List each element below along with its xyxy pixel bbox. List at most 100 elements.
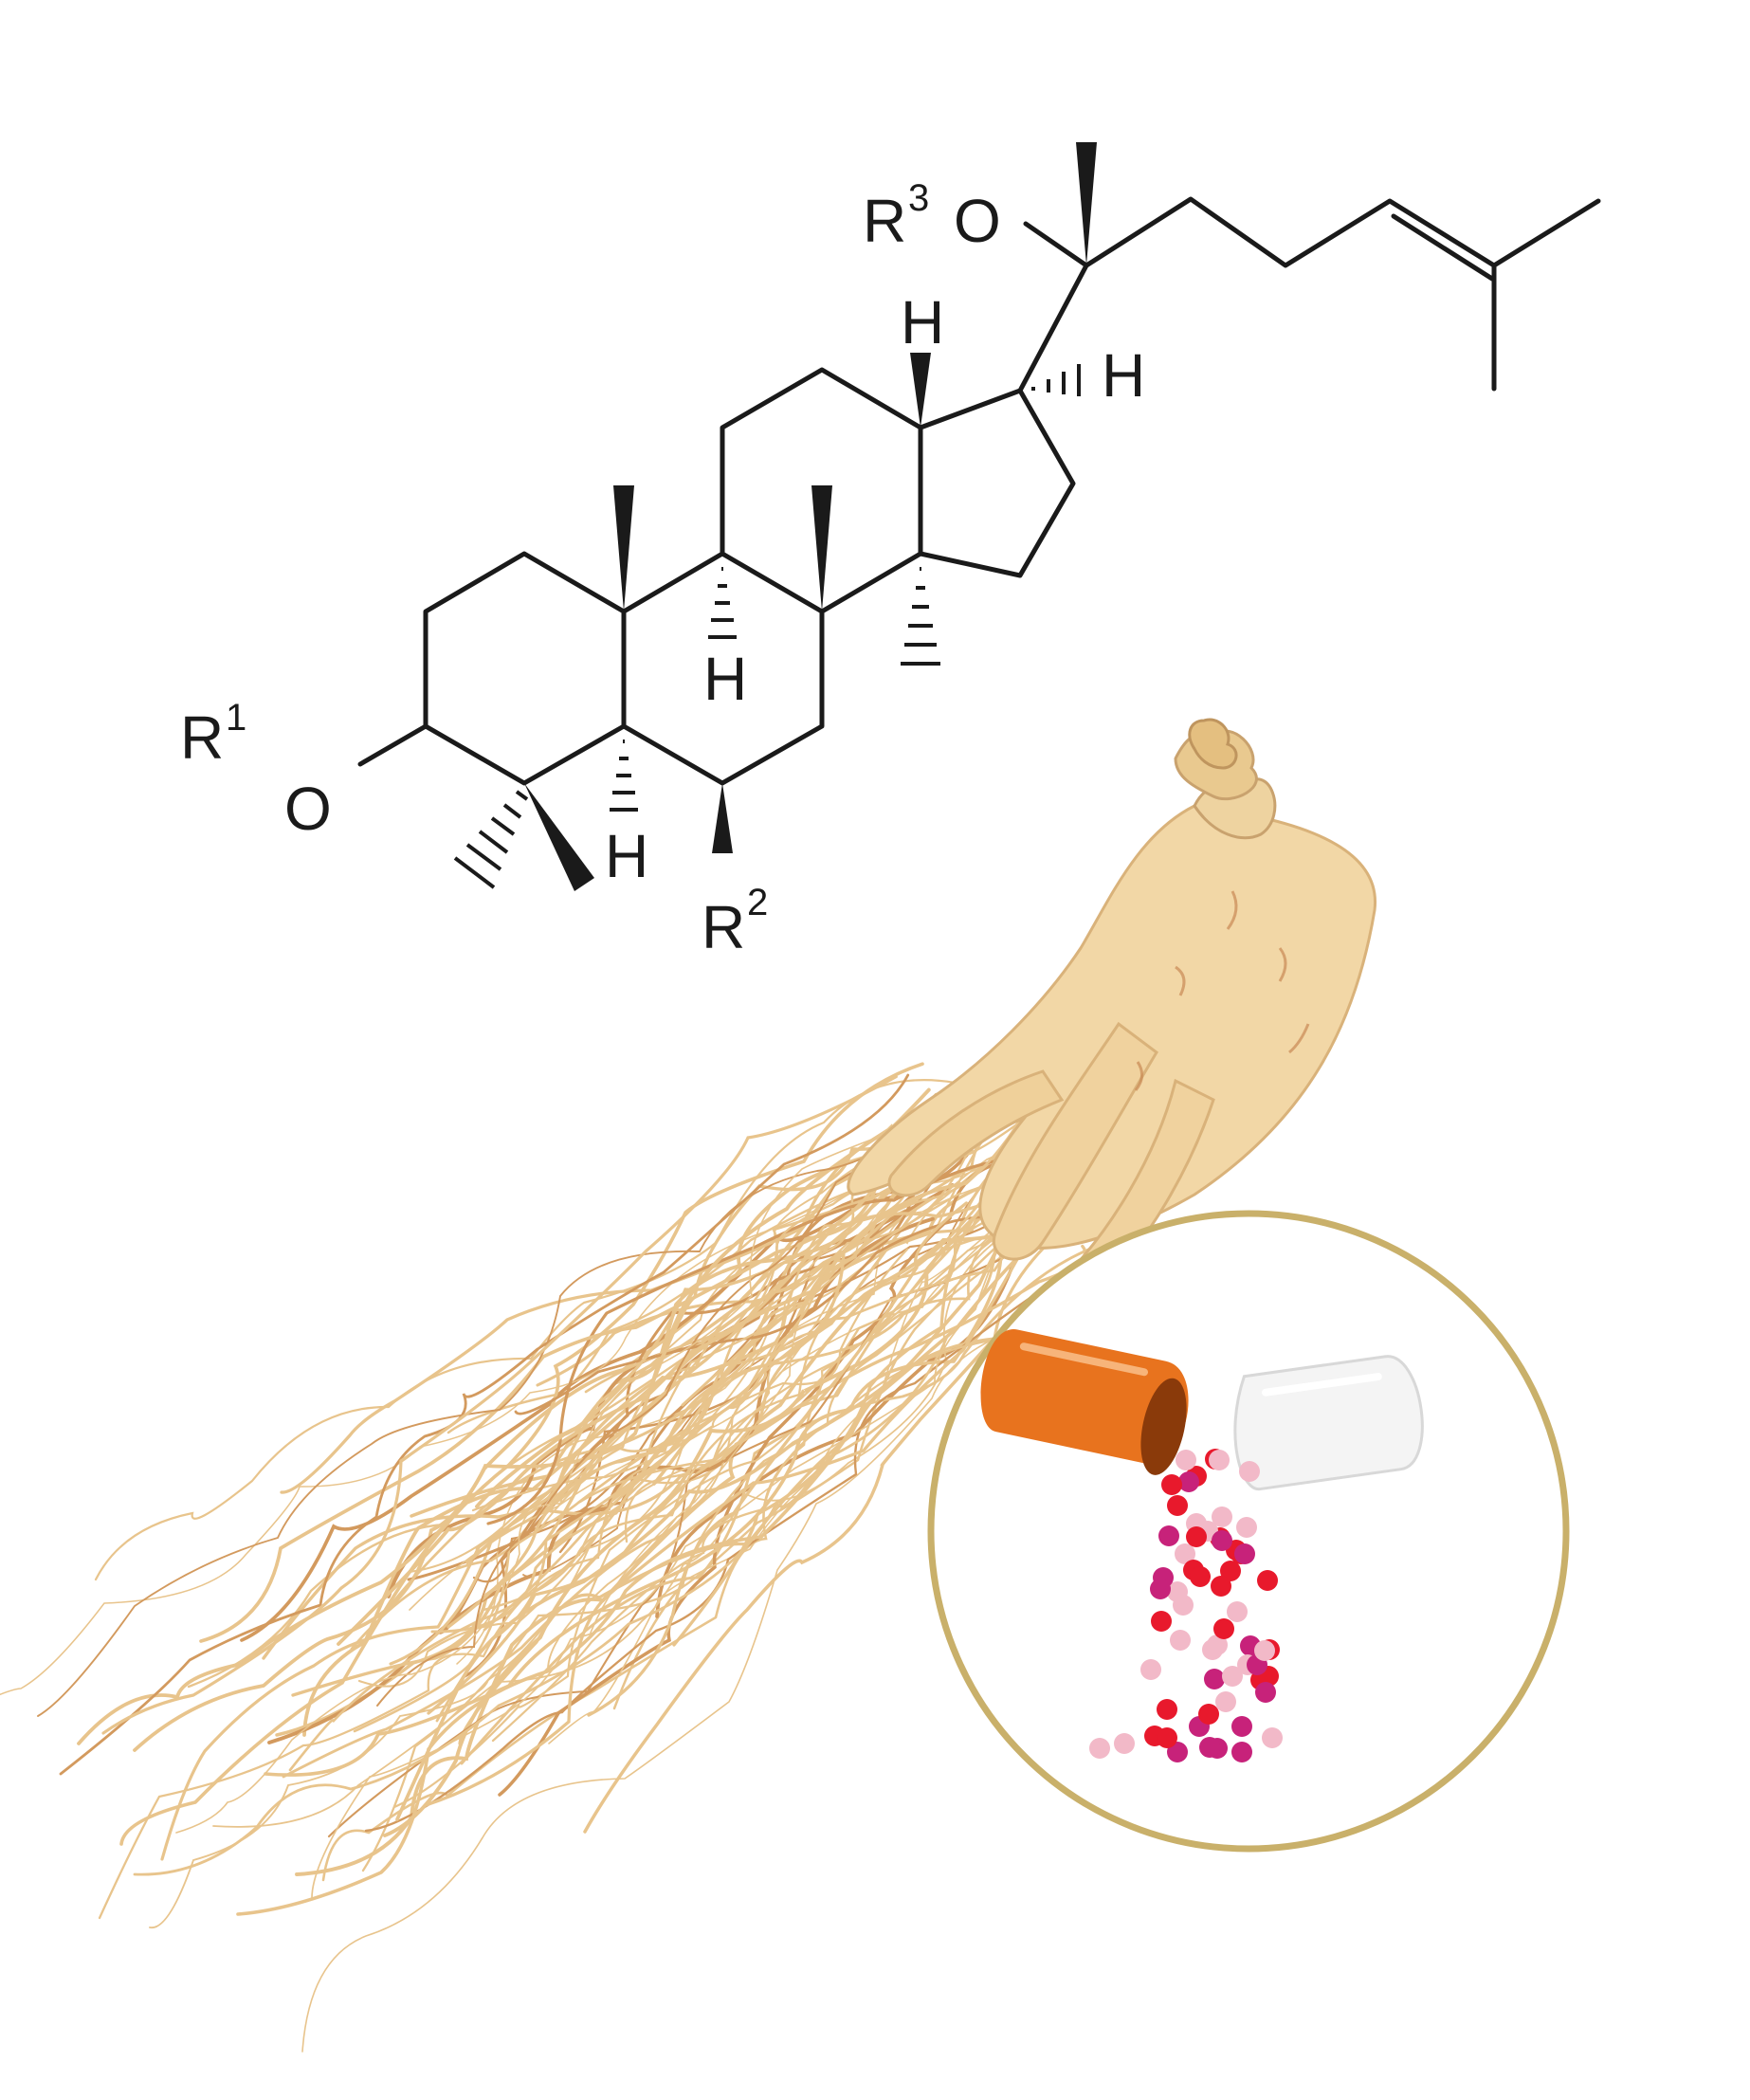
bead	[1209, 1450, 1230, 1470]
c20-oxygen-bond	[1023, 221, 1089, 268]
root-hair	[264, 1175, 1050, 1777]
root-hair	[212, 1153, 1087, 1828]
bead	[1151, 1611, 1172, 1632]
capsule-orange-half	[980, 1329, 1189, 1475]
c20-methyl-wedge	[1076, 142, 1097, 265]
root-hair	[37, 1119, 917, 1717]
r2-label: R	[702, 893, 745, 961]
bead	[1150, 1579, 1171, 1599]
root-hair	[236, 1228, 1051, 1916]
c17-h-hash	[1031, 364, 1081, 396]
bead	[1186, 1526, 1207, 1547]
c8-methyl-wedge	[811, 485, 832, 612]
ring-c	[720, 367, 923, 614]
root-hair	[133, 1115, 939, 1752]
bead	[1198, 1704, 1219, 1725]
root-hair	[101, 1075, 898, 1735]
r1-label: R	[180, 703, 224, 772]
bead	[1212, 1530, 1232, 1551]
root-leg	[992, 1021, 1158, 1261]
root-hair	[119, 1062, 924, 1846]
side-chain-double-bond	[1391, 213, 1495, 282]
c5-h-label: H	[605, 822, 648, 890]
bead	[1190, 1566, 1211, 1587]
bead	[1212, 1507, 1232, 1527]
bead	[1236, 1517, 1257, 1538]
bead	[1161, 1474, 1182, 1495]
c9-h-label: H	[703, 645, 747, 713]
root-leg	[887, 1069, 1065, 1197]
bead	[1158, 1525, 1179, 1546]
root-hair	[548, 1212, 1013, 1744]
capsule-inset	[927, 1210, 1570, 1853]
root-hair	[77, 1128, 991, 1745]
bead	[1220, 1561, 1241, 1581]
bead	[1178, 1471, 1199, 1492]
c4-methyl-hash	[453, 790, 529, 889]
bead	[1227, 1601, 1248, 1622]
r3-label: R	[863, 187, 906, 255]
root-hair	[350, 1114, 1025, 1651]
bead	[1167, 1495, 1188, 1516]
bead	[1234, 1543, 1255, 1564]
bead	[1204, 1669, 1225, 1689]
root-hair	[149, 1163, 986, 1928]
root-hair	[311, 1189, 1030, 1899]
root-hair	[395, 1213, 1028, 1821]
steroid-structure: R 1 O R 2 R 3 O H H H H	[180, 142, 1601, 961]
bead	[1231, 1716, 1252, 1737]
root-hair	[59, 1073, 910, 1776]
capsule-beads	[1089, 1449, 1283, 1762]
r2-superscript: 2	[747, 882, 768, 923]
bead	[1175, 1543, 1195, 1564]
c10-methyl-wedge	[613, 485, 634, 612]
bead	[1114, 1733, 1135, 1754]
root-hair	[587, 1201, 969, 1717]
root-hair	[175, 1118, 929, 1834]
root-hair	[383, 1165, 1050, 1837]
r3-oxygen-label: O	[954, 187, 1001, 255]
root-hair	[427, 1244, 1087, 1715]
ring-b	[621, 551, 825, 786]
bead	[1213, 1618, 1234, 1639]
bead	[1157, 1727, 1177, 1748]
bead	[1170, 1630, 1191, 1651]
root-hair	[98, 1192, 962, 1920]
c14-methyl-hash	[901, 567, 940, 666]
c17-h-label: H	[1102, 341, 1145, 410]
c5-h-hash	[610, 740, 638, 812]
bead	[1176, 1450, 1196, 1470]
bead	[1239, 1461, 1260, 1482]
c13-h-wedge	[910, 353, 931, 428]
bead	[1173, 1595, 1194, 1616]
c4-methyl-wedge	[524, 783, 594, 891]
bead	[1222, 1666, 1243, 1687]
r1-oxygen-label: O	[284, 775, 332, 843]
r3-superscript: 3	[908, 177, 929, 219]
root-hair	[475, 1087, 931, 1508]
c3-oxygen-bond	[357, 723, 428, 767]
bead	[1254, 1640, 1275, 1661]
bead	[1215, 1691, 1236, 1712]
bead	[1231, 1742, 1252, 1762]
ring-a	[423, 551, 627, 786]
bead	[1211, 1576, 1231, 1597]
root-hair	[240, 1065, 1042, 1642]
c13-h-label: H	[901, 288, 944, 356]
root-hair	[94, 1079, 957, 1581]
capsule-white-half	[1233, 1355, 1424, 1491]
root-hair	[288, 1178, 905, 1772]
bead	[1199, 1737, 1220, 1758]
c6-r2-wedge	[712, 783, 733, 853]
root-hair	[357, 1136, 1094, 1688]
bead	[1207, 1634, 1228, 1655]
r1-superscript: 1	[226, 697, 246, 739]
bead	[1157, 1699, 1177, 1720]
bead	[1257, 1570, 1278, 1591]
bead	[1089, 1738, 1110, 1759]
bead	[1255, 1682, 1276, 1703]
c9-h-hash	[708, 567, 737, 639]
root-hairs	[0, 1060, 1138, 2053]
bead	[1140, 1659, 1161, 1680]
